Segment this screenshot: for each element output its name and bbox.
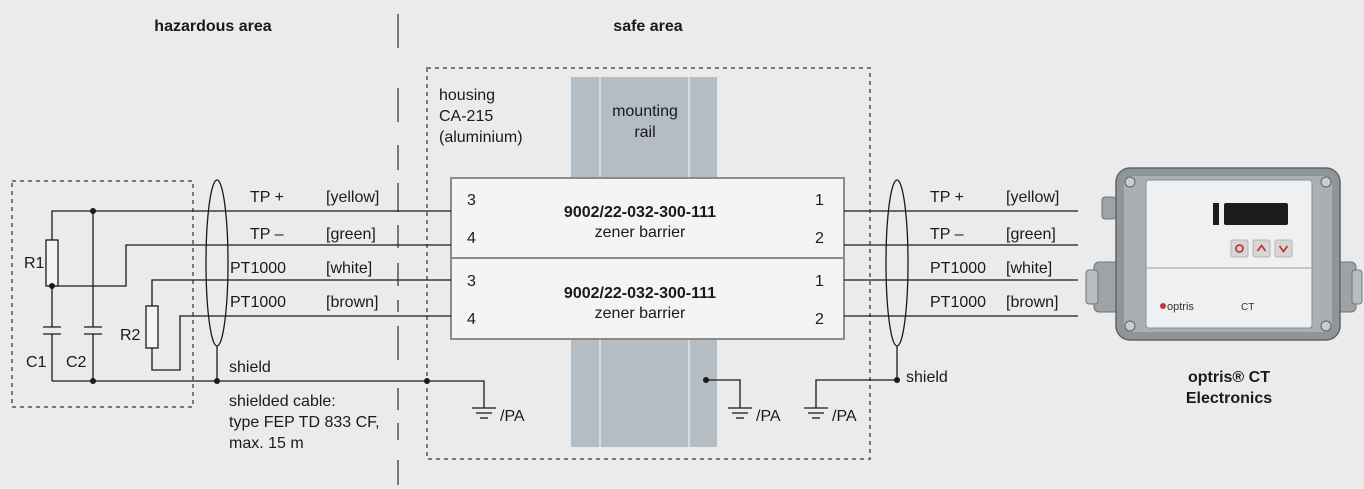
ground-symbol-3 [804,379,897,419]
right-shield-label: shield [906,369,948,386]
left-wire-4-color: [brown] [326,294,378,311]
housing-box [426,67,871,460]
left-shield-label: shield [229,359,271,376]
capacitor-c2 [84,326,102,335]
barrier-2-part-number: 9002/22-032-300-111 [564,285,716,302]
device-display [1224,203,1288,225]
sensor-box [11,180,194,408]
barrier-2-terminal-2: 2 [815,311,824,328]
right-wires [844,210,1078,317]
cable-label-2: type FEP TD 833 CF, [229,414,380,431]
pa-label-3: /PA [832,408,857,425]
barrier-1-type: zener barrier [595,224,686,241]
right-wire-3-signal: PT1000 [930,260,986,277]
hazardous-area-heading: hazardous area [154,18,271,35]
housing-label-2: CA-215 [439,108,493,125]
barrier-2-terminal-3: 3 [467,273,476,290]
left-wire-1-color: [yellow] [326,189,379,206]
barrier-1-terminal-1: 1 [815,192,824,209]
right-wire-1-color: [yellow] [1006,189,1059,206]
barrier-1-terminal-4: 4 [467,230,476,247]
left-wire-1-signal: TP + [250,189,284,206]
r2-label: R2 [120,327,141,344]
right-wire-3-color: [white] [1006,260,1052,277]
barrier-2-type: zener barrier [595,305,686,322]
optris-logo-icon [1160,303,1166,309]
left-wire-3-color: [white] [326,260,372,277]
right-cable-shield [885,179,909,383]
device-button-down [1274,239,1293,258]
safe-area-heading: safe area [613,18,682,35]
ground-symbol-2 [703,377,752,419]
r1-label: R1 [24,255,45,272]
capacitor-c1 [43,326,61,335]
resistor-r2 [145,305,159,349]
c2-label: C2 [66,354,87,371]
right-wire-4-signal: PT1000 [930,294,986,311]
barrier-1-terminal-2: 2 [815,230,824,247]
rail-label-2: rail [634,124,655,141]
cable-label-1: shielded cable: [229,393,336,410]
device-model: CT [1241,302,1254,313]
device-brand: optris [1167,301,1194,313]
left-cable-shield [205,179,229,381]
device-caption-2: Electronics [1186,390,1272,407]
right-wire-4-color: [brown] [1006,294,1058,311]
resistor-r1 [45,239,59,287]
c1-label: C1 [26,354,47,371]
ground-symbol-1 [427,380,496,419]
barrier-1-part-number: 9002/22-032-300-111 [564,204,716,221]
optris-ct-device: optris CT [1085,167,1363,341]
pa-label-1: /PA [500,408,525,425]
housing-label-3: (aluminium) [439,129,523,146]
sensor-circuit [43,208,430,384]
zener-barrier-1 [450,177,845,259]
left-wire-2-color: [green] [326,226,376,243]
zener-barrier-2 [450,257,845,340]
left-wire-3-signal: PT1000 [230,260,286,277]
barrier-2-terminal-1: 1 [815,273,824,290]
housing-label-1: housing [439,87,495,104]
device-button-up [1252,239,1271,258]
cable-label-3: max. 15 m [229,435,304,452]
pa-label-2: /PA [756,408,781,425]
device-button-circle [1230,239,1249,258]
left-wire-4-signal: PT1000 [230,294,286,311]
left-wire-2-signal: TP – [250,226,284,243]
left-wires [51,210,451,371]
right-wire-2-signal: TP – [930,226,964,243]
device-caption-1: optris® CT [1188,369,1270,386]
right-wire-2-color: [green] [1006,226,1056,243]
right-wire-1-signal: TP + [930,189,964,206]
rail-label-1: mounting [612,103,678,120]
barrier-1-terminal-3: 3 [467,192,476,209]
barrier-2-terminal-4: 4 [467,311,476,328]
